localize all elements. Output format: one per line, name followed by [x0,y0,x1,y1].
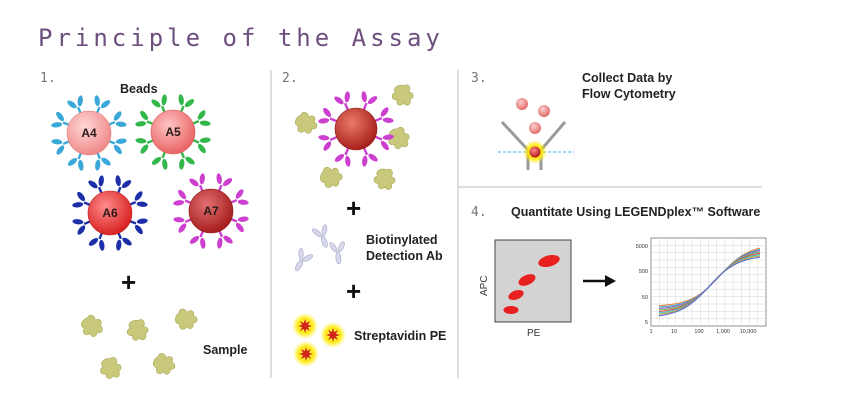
plus-sign-3: + [346,276,361,306]
detection-ab-stem [335,251,342,265]
bead-a6-label: A6 [102,206,118,220]
page-title: Principle of the Assay [38,24,444,52]
bead-a4-label: A4 [81,126,97,140]
step-4-number: 4. [471,205,487,220]
step-3: 3. Collect Data by Flow Cytometry [471,71,676,170]
antigens-bound [295,84,414,190]
pe-label: Streptavidin PE [354,329,446,343]
capture-antibody [108,138,127,155]
capture-antibody [375,134,394,151]
detection-antibodies [295,224,345,272]
sample-antigens [81,308,198,379]
antigen-shape [391,84,414,106]
curve-y-tick: 500 [639,269,648,275]
curve-x-tick: 1 [649,329,652,335]
antigen-shape [100,357,122,379]
capture-antibody [173,189,192,206]
sample-label: Sample [203,343,248,357]
detection-ab-arm [302,254,314,262]
detection-ab-arm [321,224,328,236]
capture-antibody [362,147,378,167]
pe-star [298,319,312,333]
capture-antibody [334,148,351,167]
step-2-number: 2. [282,71,298,86]
detection-ab-arm [312,228,322,238]
capture-antibody [95,151,111,171]
bead-a7: A7 [173,173,249,249]
detection-ab-arm [298,248,304,260]
capture-antibody [361,91,378,110]
antigen-shape [174,308,198,330]
bead-a5: A5 [135,94,211,170]
capture-antibody [115,175,132,194]
step-4: 4. Quantitate Using LEGENDplex™ Software… [471,205,767,339]
step-1: 1. Beads A4 A5 A6 A7 + [40,71,249,379]
capture-antibody [318,107,337,124]
capture-antibody [318,135,338,151]
standard-curve-line [658,256,761,317]
capture-bead [318,91,394,167]
antigen-shape [153,353,176,375]
step-3-label-line-1: Collect Data by [582,71,672,85]
curve-y-tick: 5 [645,320,648,326]
bead-a7-label: A7 [203,204,219,218]
step-3-label-line-2: Flow Cytometry [582,87,676,101]
beads-label: Beads [120,82,158,96]
pe-star [326,328,340,342]
arrow [583,275,616,287]
plus-sign-1: + [121,267,136,297]
curve-x-tick: 1,000 [716,329,730,335]
step-2: 2. + Biotinylated Detection Ab + Strepta… [282,71,446,367]
curve-y-tick: 50 [642,295,648,301]
detection-label-line-1: Biotinylated [366,233,438,247]
detection-ab-stem [320,235,328,248]
curve-y-tick: 5000 [636,244,648,250]
curve-x-tick: 10 [671,329,677,335]
antigen-shape [320,167,343,188]
capture-antibody [116,231,132,251]
capture-antibody [334,91,350,111]
capture-antibody [151,151,168,170]
curve-x-tick: 10,000 [740,329,757,335]
detection-ab-stem [295,259,303,272]
scatter-ylabel: APC [479,275,490,296]
pe-star [299,347,313,361]
scatter-plot: PE APC [479,239,572,339]
capture-antibody [374,107,394,123]
detection-ab-arm [329,242,338,253]
standard-curve-plot: 5000 500 50 5 1 10 100 1,000 10,000 [636,237,767,335]
plus-sign-2: + [346,193,361,223]
curve-x-tick: 100 [694,329,703,335]
antigen-shape [295,112,318,134]
antigen-shape [126,319,149,341]
detection-label-line-2: Detection Ab [366,249,443,263]
antigen-shape [81,314,103,337]
capture-antibody [217,229,233,249]
bead-a4: A4 [51,95,127,171]
detection-ab-arm [337,241,345,253]
step-4-label: Quantitate Using LEGENDplex™ Software [511,205,760,219]
bead-a5-label: A5 [165,125,181,139]
step-1-number: 1. [40,71,56,86]
scatter-xlabel: PE [527,328,541,339]
bead-a6: A6 [72,175,148,251]
streptavidin-pe [292,313,346,367]
antigen-shape [373,168,396,190]
flow-cell [498,98,574,170]
step-3-number: 3. [471,71,487,86]
